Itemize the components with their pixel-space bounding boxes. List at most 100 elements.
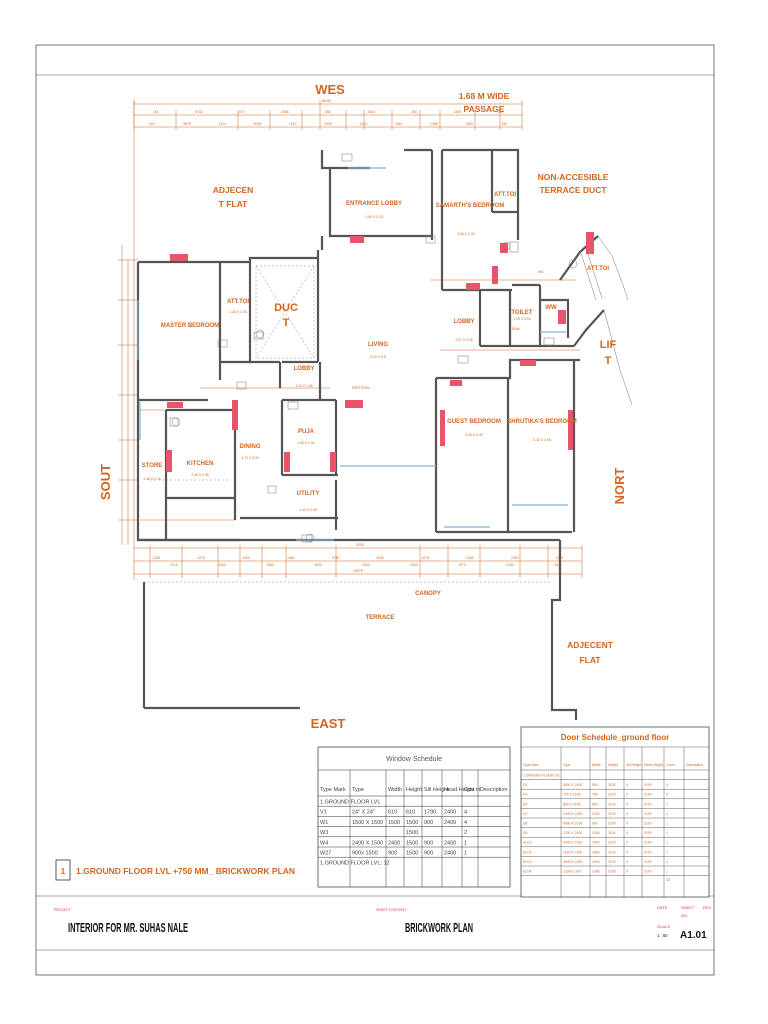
compass-south: SOUT xyxy=(98,464,113,500)
door-schedule-cell: 2100 xyxy=(608,831,616,835)
door-schedule-cell: 1 xyxy=(666,841,668,845)
room-wd: WD xyxy=(538,270,544,274)
room-master-bedroom: MASTER BEDROOM xyxy=(161,323,219,329)
door-schedule-cell: D8 xyxy=(523,822,527,826)
room-sink: SINK xyxy=(512,327,521,331)
rev-label: REV xyxy=(703,905,712,910)
dim-text: 2500 xyxy=(554,563,562,567)
door-schedule-cell: SLD1 xyxy=(523,841,532,845)
window-schedule-cell: 2 xyxy=(464,830,467,836)
door-schedule-cell: D2 xyxy=(523,783,527,787)
window-schedule-cell: 1500 xyxy=(406,830,418,836)
door-schedule-cell: 800 xyxy=(592,802,598,806)
dim-text: 1520 xyxy=(314,563,322,567)
date-label: DATE xyxy=(657,905,668,910)
door-schedule-cell: 2400 X 2100 xyxy=(563,841,582,845)
window-schedule-cell: 4 xyxy=(464,810,467,816)
dim-text: 350 xyxy=(411,110,417,114)
door-schedule-cell: 2100 xyxy=(644,802,652,806)
dim-top-total: 16340 xyxy=(321,99,331,103)
room-kitchen-size: 2.38 X 3.38 xyxy=(191,473,208,477)
dim-text: 150 xyxy=(498,110,504,114)
door-schedule-cell: 1 xyxy=(666,812,668,816)
dim-text: 1780 xyxy=(332,556,340,560)
dim-text: 2270 xyxy=(197,556,205,560)
door-schedule-cell: 2100 xyxy=(644,850,652,854)
duct-1: DUC xyxy=(274,302,298,314)
window-schedule-cell: 24" X 24" xyxy=(352,810,375,816)
door-schedule-header: Height xyxy=(608,763,618,767)
sheet-content: BRICKWORK PLAN xyxy=(405,920,473,935)
window-schedule-header: Height xyxy=(406,787,422,793)
dim-text: 1500 xyxy=(218,563,226,567)
door-schedule-cell: 750 X 2100 xyxy=(563,793,580,797)
project-name: INTERIOR FOR MR. SUHAS NALE xyxy=(68,920,188,935)
door-schedule-cell: 2100 xyxy=(608,860,616,864)
room-kitchen: KITCHEN xyxy=(187,461,214,467)
window-schedule-header: Description xyxy=(480,787,508,793)
door-schedule-title: Door Schedule_ground floor xyxy=(561,733,669,742)
dim-text: 2402 xyxy=(367,110,375,114)
door-schedule-header: Type Mark xyxy=(523,763,539,767)
dim-text: 2180 xyxy=(506,563,514,567)
door-schedule-cell: 3000 X 2100 xyxy=(563,860,582,864)
door-schedule-cell: 2400 xyxy=(592,841,600,845)
door-schedule-header: Sill Height xyxy=(626,763,641,767)
door-schedule-cell: 0 xyxy=(626,831,628,835)
opening-tags xyxy=(169,153,578,543)
dim-bottom-total: 15976 xyxy=(353,569,363,573)
room-samarth-bedroom-size: 3.56 X 2.44 xyxy=(457,232,474,236)
window-schedule-cell: W4 xyxy=(320,840,328,846)
dim-text: 3878 xyxy=(183,122,191,126)
room-ww: WW xyxy=(545,305,557,311)
door-schedule-cell: 1 xyxy=(666,822,668,826)
door-schedule-footer: 15 xyxy=(666,878,670,882)
door-schedule-cell: 0 xyxy=(626,841,628,845)
dim-text: 2030 xyxy=(324,122,332,126)
door-schedule-cell: 0 xyxy=(626,850,628,854)
adjacent-flat-b1: ADJECENT xyxy=(567,640,614,650)
adjacent-flat-2: T FLAT xyxy=(219,199,248,209)
dim-text: 115 xyxy=(149,122,155,126)
dim-text: 1050 xyxy=(465,122,473,126)
window-schedule-cell: W3 xyxy=(320,830,328,836)
non-accessible-2: TERRACE DUCT xyxy=(539,185,607,195)
window-schedule-cell: 1500 xyxy=(406,840,418,846)
window-schedule-cell: 1790 xyxy=(424,810,436,816)
window-schedule-cell: 900 xyxy=(424,820,433,826)
window-schedule-cell: V1 xyxy=(320,810,327,816)
lift-shaft xyxy=(579,235,633,406)
door-schedule-cell: 1 xyxy=(666,831,668,835)
door-schedule-header: Head Height xyxy=(644,763,663,767)
window-schedule-cell: 1 xyxy=(464,851,467,857)
door-schedule-cell: 2100 xyxy=(608,793,616,797)
door-schedule-cell: 1 xyxy=(666,870,668,874)
lift-1: LIF xyxy=(600,339,617,351)
glazing xyxy=(137,167,568,541)
door-schedule-cell: 2100 xyxy=(644,860,652,864)
door-schedule-cell: 0 xyxy=(626,822,628,826)
window-schedule-cell: 900x 1500 xyxy=(352,851,378,857)
window-schedule-header: Head Height xyxy=(444,787,475,793)
door-schedule-cell: D9 xyxy=(523,831,527,835)
window-schedule-cell: 2400 X 1500 xyxy=(352,840,383,846)
dashed-lines xyxy=(144,265,552,583)
dim-bottom-total-2: 9208 xyxy=(356,543,364,547)
window-schedule-cell: 1500 X 1500 xyxy=(352,820,383,826)
door-schedule-group: 1.GROUND FLOOR LVL xyxy=(523,774,560,778)
dim-text: 1124 xyxy=(219,122,226,126)
door-schedule-cell: 3 xyxy=(666,793,668,797)
room-samarth-bedroom: SAMARTH'S BEDROOM xyxy=(436,203,504,209)
room-toilet: TOILET xyxy=(511,310,533,316)
window-schedule-footer: 1.GROUND FLOOR LVL: 12 xyxy=(320,861,390,867)
window-schedule-group: 1.GROUND FLOOR LVL xyxy=(320,800,380,806)
room-shrutika-bedroom: SHRUTIKA'S BEDROOM xyxy=(507,419,576,425)
compass-north: NORT xyxy=(612,468,627,505)
door-schedule-header: Description xyxy=(686,763,703,767)
room-toilet-size: 1.25 X 0.90 xyxy=(513,317,530,321)
dim-text: 2440 xyxy=(395,122,403,126)
duct-2: T xyxy=(283,317,290,329)
